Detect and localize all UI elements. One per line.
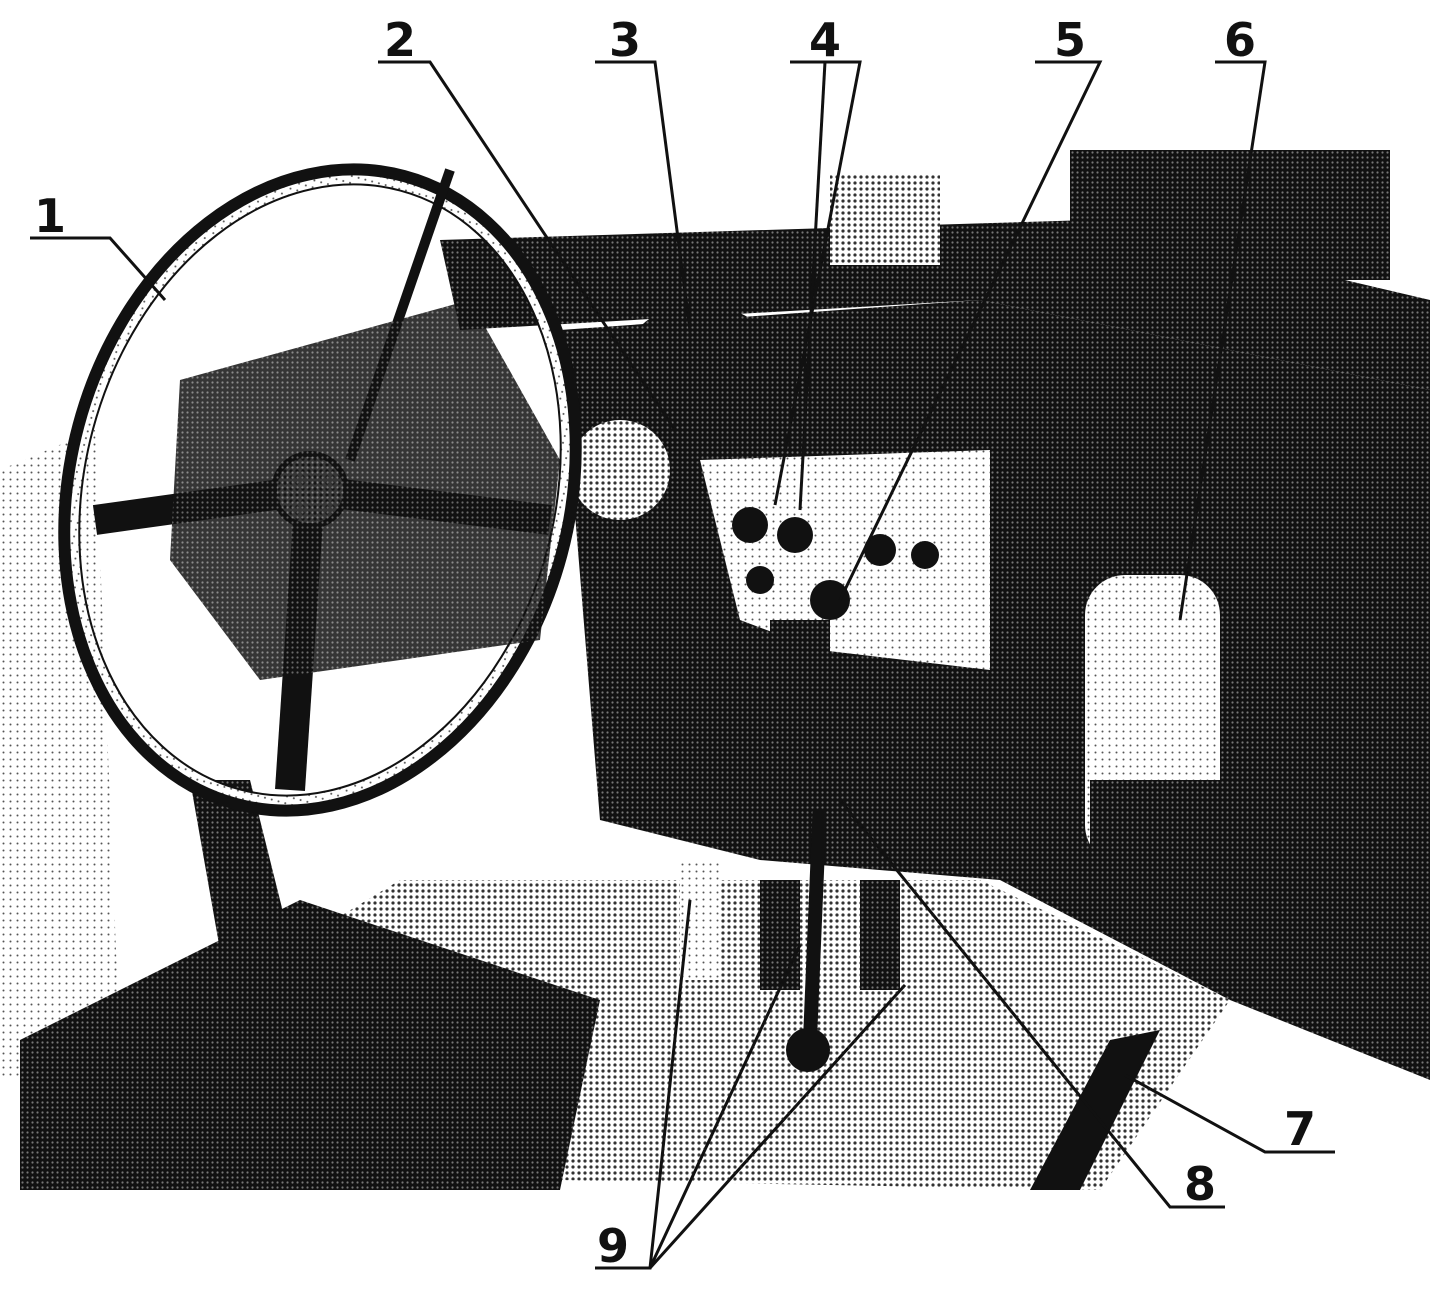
left-panel (0, 430, 120, 1080)
callout-3: 3 (609, 13, 641, 67)
label-7-bg (1280, 1105, 1320, 1149)
steering-column (190, 780, 290, 950)
gear-lever (803, 799, 827, 1041)
callout-1: 1 (34, 189, 66, 243)
switch-panel (700, 450, 990, 670)
dash-top-item (830, 175, 940, 265)
leader-2 (378, 60, 677, 431)
leader-1 (30, 236, 167, 301)
leader-8 (838, 799, 1225, 1209)
extinguisher-bracket (1090, 780, 1230, 880)
switch-knob (911, 541, 939, 569)
leader-7 (1124, 1073, 1335, 1154)
label-8-bg (1180, 1160, 1220, 1204)
leader-4a (773, 60, 862, 506)
pedal (680, 860, 720, 980)
switch-knob (810, 580, 850, 620)
dash-top-box (1070, 150, 1390, 280)
pedal (760, 880, 800, 990)
callout-4: 4 (809, 13, 841, 67)
callout-7: 7 (1284, 1102, 1316, 1156)
callout-labels: 1 2 3 4 5 6 7 8 9 (30, 13, 1320, 1273)
callout-2: 2 (384, 13, 416, 67)
callout-8: 8 (1184, 1157, 1216, 1211)
leader-9b (648, 944, 802, 1269)
leader-4b (798, 61, 827, 511)
callout-5: 5 (1054, 13, 1086, 67)
label-6-bg (1220, 18, 1260, 60)
callout-9: 9 (597, 1219, 629, 1273)
leader-3 (595, 60, 692, 331)
label-1-bg (30, 194, 70, 236)
leader-6 (1178, 60, 1267, 621)
floor-lever (1030, 1030, 1160, 1190)
label-9-bg (592, 1222, 634, 1266)
gauge-pod (630, 305, 770, 395)
switch-knob (746, 566, 774, 594)
leader-9c (648, 983, 907, 1270)
handbrake (770, 620, 830, 810)
callout-6: 6 (1224, 13, 1256, 67)
callout-leaders (30, 60, 1335, 1270)
steering-wheel-rim (58, 163, 582, 817)
label-4-bg (805, 18, 845, 60)
pedal (860, 880, 900, 990)
label-2-bg (380, 18, 420, 60)
label-3-bg (605, 18, 645, 60)
leader-5 (838, 60, 1103, 601)
floor-left-dark (20, 900, 600, 1190)
label-5-bg (1050, 18, 1090, 60)
gear-knob (786, 1028, 830, 1072)
switch-knob (864, 534, 896, 566)
dash-behind-wheel (170, 300, 560, 680)
switch-knob (777, 517, 813, 553)
switch-knob (732, 507, 768, 543)
instrument-gauge (570, 420, 670, 520)
steering-wheel-rim-highlight (70, 175, 570, 805)
